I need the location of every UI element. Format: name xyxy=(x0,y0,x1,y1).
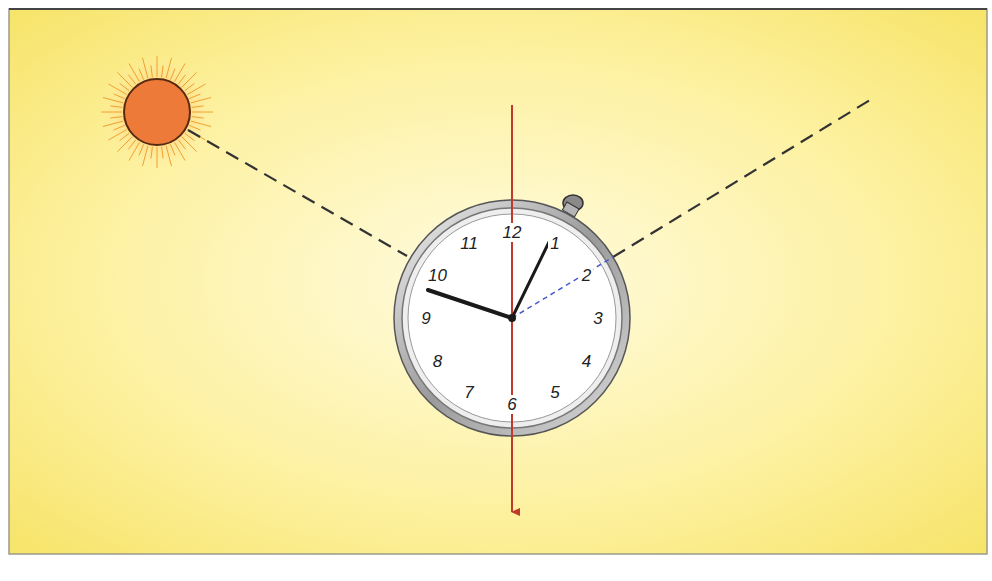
sun-ray xyxy=(151,147,153,159)
dial-number: 12 xyxy=(501,223,524,242)
sun-ray xyxy=(114,125,125,130)
yellow-panel xyxy=(9,9,987,554)
watch-bezel xyxy=(402,208,622,428)
sun-ray xyxy=(162,147,164,159)
sun-ray xyxy=(120,133,130,140)
sun-sight-line xyxy=(188,130,407,256)
sun-ray xyxy=(129,64,140,82)
sun-glow xyxy=(99,54,215,170)
sun-ray xyxy=(191,98,211,103)
dial-number: 1 xyxy=(548,234,561,253)
sun-ray xyxy=(189,125,200,130)
sun-ray xyxy=(143,58,148,78)
sun-ray xyxy=(117,137,132,152)
sun-ray xyxy=(143,146,148,166)
sun-ray xyxy=(128,140,135,150)
dial-number: 2 xyxy=(580,266,593,285)
pocket-watch xyxy=(394,195,630,436)
dial-number: 11 xyxy=(458,234,480,253)
sun-ray xyxy=(192,117,204,119)
sun-ray xyxy=(128,75,135,85)
sun-disc xyxy=(124,79,190,145)
sun-ray xyxy=(103,121,123,126)
sun-ray xyxy=(109,84,127,95)
sun-ray xyxy=(182,72,197,87)
watch-case xyxy=(394,200,630,436)
sun-ray xyxy=(110,117,122,119)
sun-ray xyxy=(157,56,158,77)
dial-number: 4 xyxy=(580,352,593,371)
sun-ray xyxy=(182,137,197,152)
sun-ray xyxy=(185,83,195,90)
sun-ray xyxy=(139,144,144,155)
sun-ray xyxy=(178,140,185,150)
sun-ray xyxy=(170,144,175,155)
sun-ray xyxy=(189,94,200,99)
sun-ray xyxy=(170,69,175,80)
dial-number: 9 xyxy=(419,309,432,328)
south-line xyxy=(511,105,513,512)
sun-ray xyxy=(157,147,158,168)
sun-rays xyxy=(101,56,213,168)
dial-number: 3 xyxy=(591,309,604,328)
sun-ray xyxy=(192,112,213,113)
dial-number: 6 xyxy=(505,395,518,414)
sun-ray xyxy=(117,72,132,87)
sun-ray xyxy=(151,65,153,77)
sun-ray xyxy=(120,83,130,90)
sun-ray xyxy=(166,58,171,78)
dial-number: 7 xyxy=(462,383,475,402)
sun-ray xyxy=(103,98,123,103)
panel-top-rule xyxy=(9,8,987,10)
sun-ray xyxy=(185,133,195,140)
dial-number: 10 xyxy=(426,266,449,285)
sun-ray xyxy=(166,146,171,166)
sun-ray xyxy=(178,75,185,85)
sun-ray xyxy=(162,65,164,77)
sun-ray xyxy=(175,142,186,160)
sun-ray xyxy=(192,106,204,108)
sun-ray xyxy=(110,106,122,108)
sun xyxy=(99,54,215,170)
hand-pivot xyxy=(508,314,516,322)
sun-ray xyxy=(139,69,144,80)
sun-ray xyxy=(191,121,211,126)
sun-ray xyxy=(109,130,127,141)
bisector-line xyxy=(613,100,870,257)
hour-hand xyxy=(428,290,512,318)
sun-ray xyxy=(187,84,205,95)
minute-hand xyxy=(512,240,550,318)
sun-ray xyxy=(129,142,140,160)
sun-ray xyxy=(175,64,186,82)
dial-number: 5 xyxy=(548,383,561,402)
sun-ray xyxy=(114,94,125,99)
sun-ray xyxy=(101,112,122,113)
dial-number: 8 xyxy=(431,352,444,371)
